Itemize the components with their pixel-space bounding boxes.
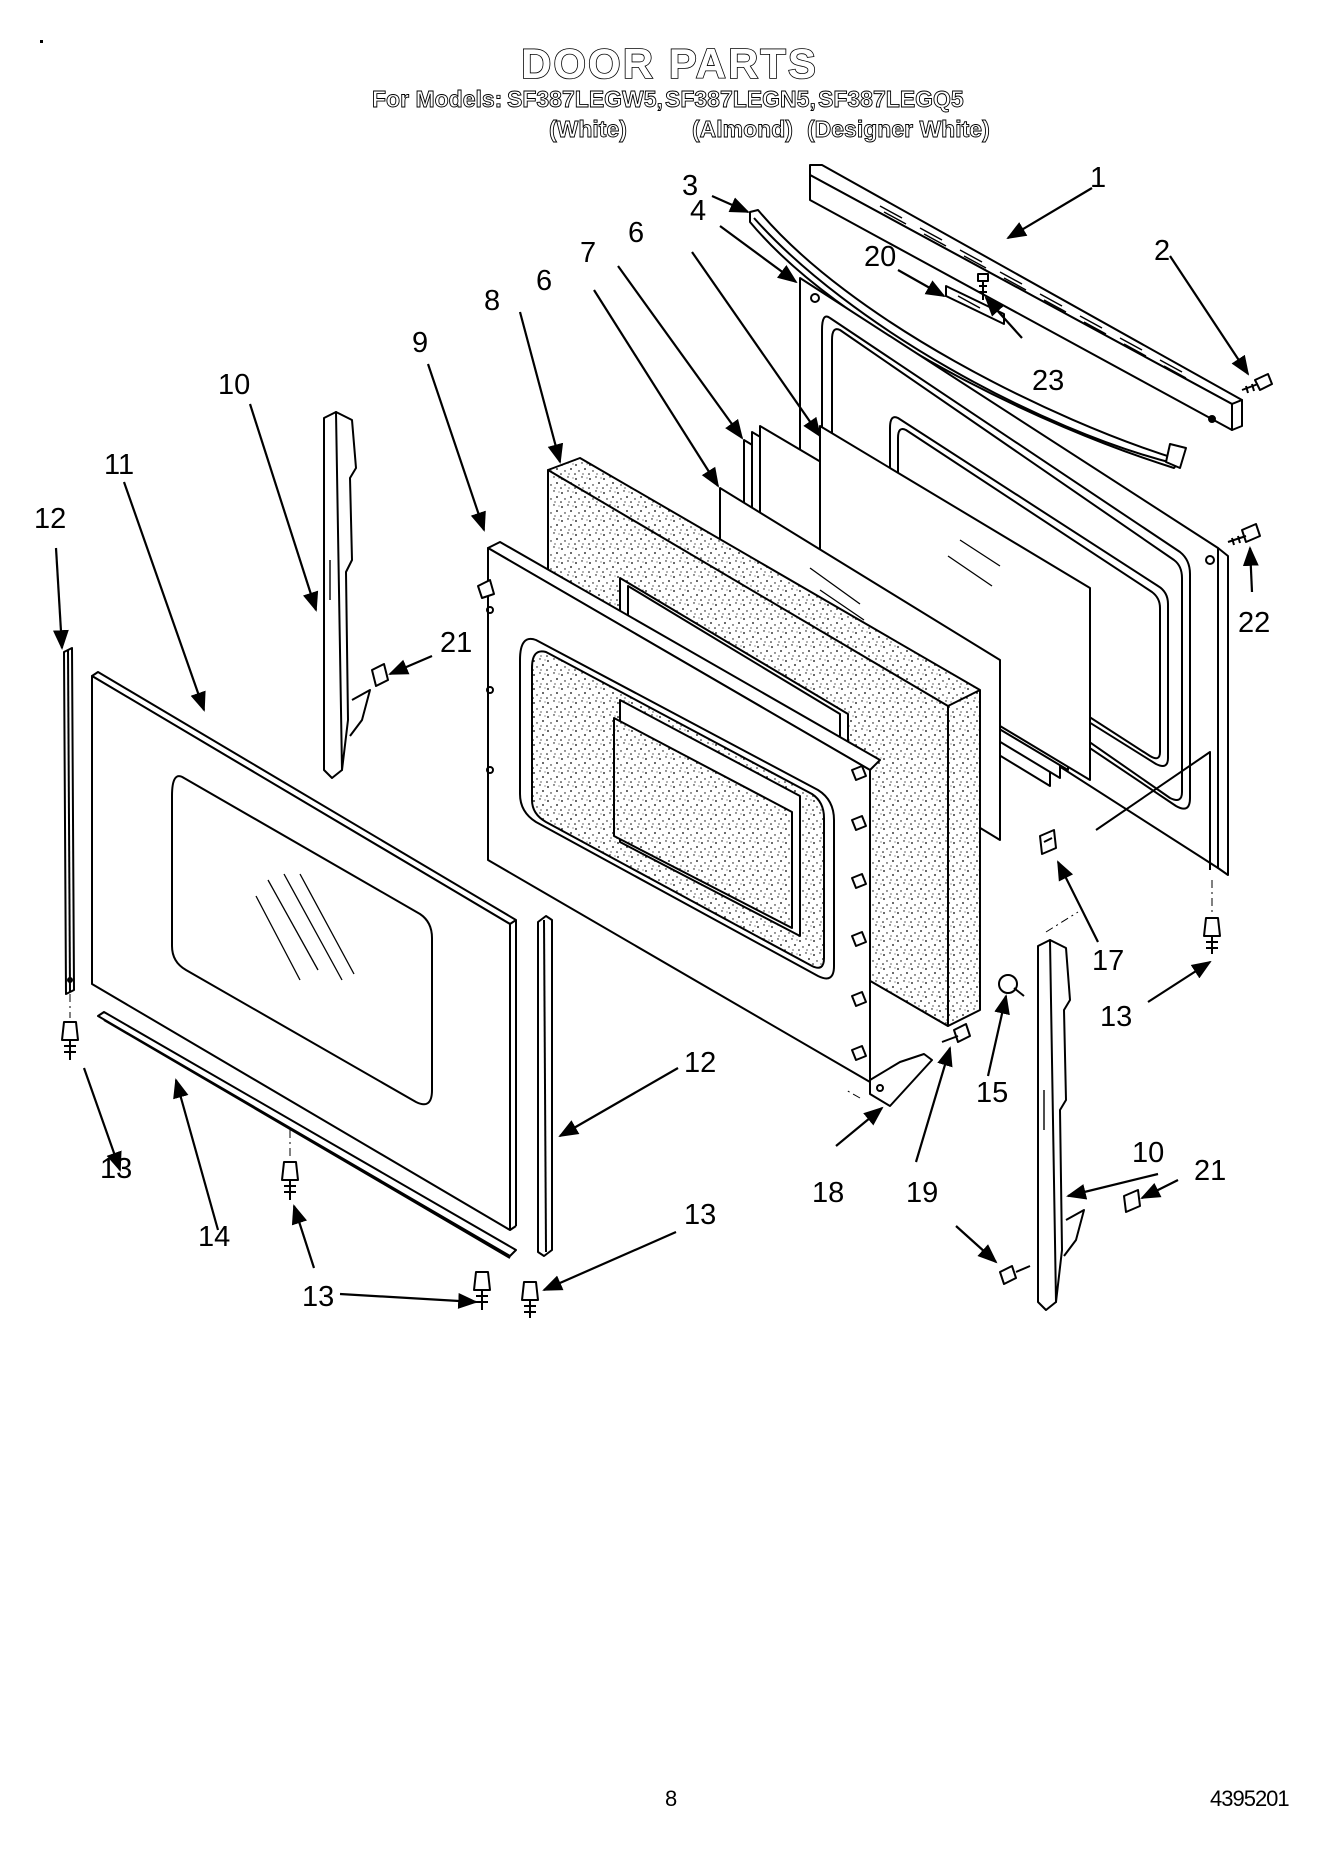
models-prefix: For Models: [372,86,503,113]
leader-23 [984,296,1023,339]
callout-2: 2 [1154,235,1170,267]
part-23-screw [977,273,989,300]
leader-3 [711,194,750,214]
leader-19b [955,1225,998,1264]
leader-10-left [248,403,319,612]
callout-4: 4 [690,195,706,227]
leader-7 [617,265,744,440]
callout-13b: 13 [302,1281,334,1313]
leader-6b [593,289,720,488]
leader-13b [339,1292,478,1309]
color-almond: (Almond) [692,116,794,143]
stray-mark [40,40,43,43]
leader-4 [719,225,798,284]
document-number: 4395201 [1210,1786,1290,1811]
color-white: (White) [549,116,628,143]
callout-11: 11 [104,449,134,481]
page-title: DOOR PARTS [520,39,818,88]
callout-13d: 13 [1100,1001,1132,1033]
callout-7: 7 [580,237,596,269]
callout-18: 18 [812,1177,844,1209]
leader-20 [897,269,946,297]
callout-21-left: 21 [440,627,472,659]
part-13-screw-d [521,1281,539,1318]
part-19-screw [941,1023,971,1043]
callout-14: 14 [198,1221,230,1253]
callout-3: 3 [682,170,698,202]
callout-13c: 13 [684,1199,716,1231]
part-12-edge-trim-right [537,915,553,1257]
leader-2 [1169,255,1250,376]
part-13-screw-e [1203,917,1221,954]
callout-13a: 13 [100,1153,132,1185]
part-1-vent-trim [809,164,1243,431]
leader-13c [291,1204,316,1269]
part-15-screw [998,974,1025,997]
part-17-clip [1039,829,1057,855]
part-19-screw-lower [999,1265,1031,1285]
leader-15 [986,994,1010,1077]
leader-19 [914,1046,953,1163]
callout-6b: 6 [536,265,552,297]
callout-10-left: 10 [218,369,250,401]
part-10-hinge-right [1037,939,1085,1311]
callout-19: 19 [906,1177,938,1209]
model-almond: SF387LEGN5, [665,86,817,113]
callout-1: 1 [1090,162,1106,194]
leader-21-right [1140,1179,1179,1199]
callout-8: 8 [484,285,500,317]
callout-23: 23 [1032,365,1064,397]
leader-11 [122,481,206,712]
leader-10-right [1066,1172,1159,1200]
leader-12-right [558,1067,679,1137]
leader-8 [518,311,564,464]
part-22-screw [1227,523,1261,546]
part-14-bottom-trim [97,1011,517,1259]
color-designer-white: (Designer White) [807,116,991,143]
callout-6a: 6 [628,217,644,249]
part-21-clip-right [1123,1189,1141,1213]
part-9-inner-panel [477,541,881,1083]
leader-21-left [388,654,433,676]
callout-15: 15 [976,1077,1008,1109]
leader-9 [426,363,486,532]
model-white: SF387LEGW5, [507,86,664,113]
callout-20: 20 [864,241,896,273]
model-designer-white: SF387LEGQ5 [818,86,965,113]
part-18-bracket [869,1053,933,1107]
part-12-edge-trim-left [63,647,75,995]
callout-12-left: 12 [34,503,66,535]
part-11-outer-door [91,671,517,1231]
part-2-screw [1241,373,1273,394]
leader-22 [1242,546,1259,593]
leader-18 [835,1106,884,1147]
leader-13a [82,1067,122,1172]
callout-22: 22 [1238,607,1270,639]
page-number: 8 [665,1786,678,1811]
part-13-screw-b [281,1161,299,1200]
leader-6a [691,251,822,438]
part-13-screw-c [473,1271,491,1310]
callout-17: 17 [1092,945,1124,977]
leader-12-left [53,547,69,650]
leader-17 [1057,860,1099,943]
callout-10-right: 10 [1132,1137,1164,1169]
callout-12-right: 12 [684,1047,716,1079]
part-10-hinge-left [323,411,371,779]
leader-13e [1147,960,1212,1003]
callout-21-right: 21 [1194,1155,1226,1187]
leader-13d [542,1230,677,1292]
leader-1 [1006,187,1093,240]
part-13-screw-a [61,1021,79,1060]
part-21-clip-left [371,663,389,687]
leader-14 [173,1078,220,1231]
callout-9: 9 [412,327,428,359]
